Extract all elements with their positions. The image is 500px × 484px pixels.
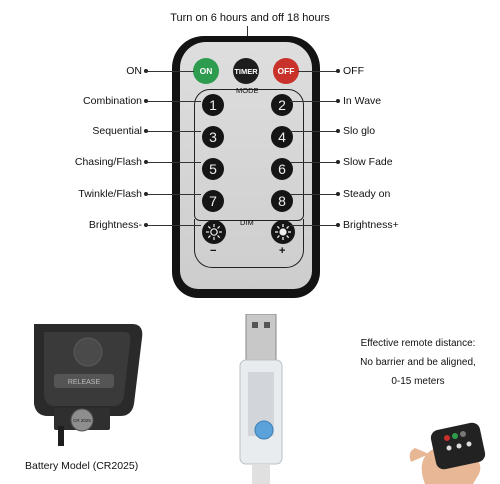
label-brightness-plus: Brightness+ (343, 219, 399, 231)
sun-icon (206, 224, 222, 240)
leader-line (290, 101, 338, 102)
plus-sign: + (279, 245, 286, 257)
label-combination: Combination (83, 95, 142, 107)
mode-button-2[interactable]: 2 (271, 94, 293, 116)
usb-receiver-image (239, 314, 283, 484)
off-button[interactable]: OFF (273, 58, 299, 84)
leader-dot (336, 223, 340, 227)
leader-dot (336, 129, 340, 133)
mode-button-4[interactable]: 4 (271, 126, 293, 148)
mode-button-3[interactable]: 3 (202, 126, 224, 148)
label-steady-on: Steady on (343, 188, 391, 200)
hand-holding-remote-image (409, 422, 486, 484)
range-line-2: No barrier and be aligned, (360, 357, 476, 368)
minus-sign: − (210, 245, 217, 257)
leader-line (146, 71, 194, 72)
label-on: ON (126, 65, 142, 77)
mode-button-5[interactable]: 5 (202, 158, 224, 180)
leader-dot (336, 99, 340, 103)
mode-button-8[interactable]: 8 (271, 190, 293, 212)
on-button[interactable]: ON (193, 58, 219, 84)
label-off: OFF (343, 65, 364, 77)
brightness-down-button[interactable] (202, 220, 226, 244)
label-slow-fade: Slow Fade (343, 156, 393, 168)
leader-line (146, 101, 201, 102)
leader-line (290, 194, 338, 195)
battery-caption: Battery Model (CR2025) (25, 460, 139, 472)
battery-compartment-image: RELEASE CR 2025 (14, 318, 150, 446)
timer-description: Turn on 6 hours and off 18 hours (170, 12, 330, 24)
leader-line (290, 131, 338, 132)
dim-panel (194, 219, 304, 268)
dim-label: DIM (240, 218, 254, 227)
remote-control: ON TIMER OFF MODE 1 2 3 4 5 6 7 8 DIM (172, 36, 320, 298)
timer-button[interactable]: TIMER (233, 58, 259, 84)
sun-icon (275, 224, 291, 240)
leader-line (146, 162, 201, 163)
range-line-3: 0-15 meters (391, 376, 445, 387)
brightness-up-button[interactable] (271, 220, 295, 244)
label-slo-glo: Slo glo (343, 125, 376, 137)
label-in-wave: In Wave (343, 95, 382, 107)
mode-button-7[interactable]: 7 (202, 190, 224, 212)
leader-line (146, 194, 201, 195)
remote-face: ON TIMER OFF MODE 1 2 3 4 5 6 7 8 DIM (180, 42, 312, 289)
leader-dot (336, 192, 340, 196)
leader-line (298, 71, 338, 72)
label-brightness-minus: Brightness- (88, 219, 142, 231)
label-sequential: Sequential (92, 125, 142, 137)
mode-panel (194, 89, 304, 221)
leader-line (146, 131, 201, 132)
remote-range-info: Effective remote distance: No barrier an… (340, 334, 496, 391)
leader-line (290, 225, 338, 226)
leader-line (146, 225, 201, 226)
range-line-1: Effective remote distance: (360, 338, 476, 349)
leader-dot (336, 160, 340, 164)
label-twinkle-flash: Twinkle/Flash (78, 188, 142, 200)
mode-button-1[interactable]: 1 (202, 94, 224, 116)
cell-text: CR 2025 (73, 418, 91, 423)
mode-label: MODE (236, 86, 259, 95)
leader-line (290, 162, 338, 163)
leader-dot (336, 69, 340, 73)
release-text: RELEASE (68, 379, 101, 386)
mode-button-6[interactable]: 6 (271, 158, 293, 180)
label-chasing-flash: Chasing/Flash (74, 156, 142, 168)
